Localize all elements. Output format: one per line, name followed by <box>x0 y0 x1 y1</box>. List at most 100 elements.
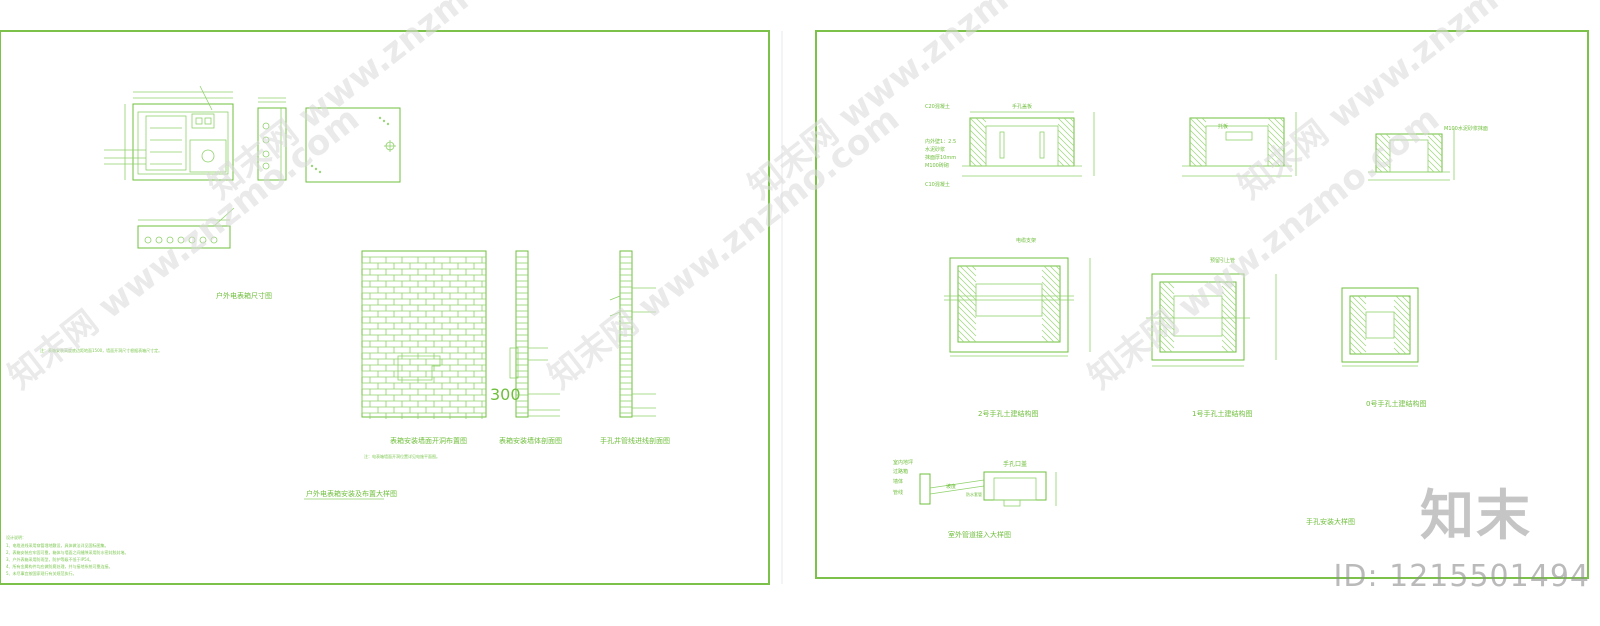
hatch-line <box>957 329 971 343</box>
hatch-line <box>1437 133 1443 139</box>
hatch-line <box>1427 159 1441 173</box>
hatch-line <box>971 265 977 271</box>
hatch-line <box>1273 117 1285 129</box>
hatch-line <box>1223 281 1237 295</box>
hatch-line <box>1189 129 1207 147</box>
hatch-line <box>1427 153 1443 169</box>
hatch-line <box>1057 129 1075 147</box>
left-sheet-frame <box>0 30 770 585</box>
label-threading: 过路箱 <box>893 468 908 475</box>
meter-box-door-view <box>305 107 401 183</box>
hatch-line <box>1267 159 1275 167</box>
label-wall: 墙体 <box>893 478 903 485</box>
hatch-line <box>957 281 977 301</box>
hatch-line <box>1349 329 1367 347</box>
pit2-plan <box>944 257 1091 357</box>
hatch-line <box>1221 321 1237 337</box>
hatch-line <box>1057 159 1065 167</box>
brick-wall-elevation <box>361 250 487 419</box>
note-4: 4、所有金属构件均应做防腐处理，并与接地系统可靠连接。 <box>6 563 113 569</box>
hatch-line <box>1349 299 1367 317</box>
hatch-line <box>1267 147 1285 165</box>
note-3: 3、户外表箱采用防雨型，防护等级不低于IP54。 <box>6 556 93 562</box>
hatch-line <box>1385 133 1391 139</box>
hatch-line <box>969 117 987 135</box>
label-cable-support: 电缆支架 <box>1016 237 1036 244</box>
hatch-line <box>1393 335 1411 353</box>
hatch-line <box>1349 341 1363 355</box>
hatch-line <box>1057 153 1071 167</box>
watermark-text: 知末网 www.znzmo.com <box>1 99 367 397</box>
dim-300: 300 <box>490 385 521 404</box>
hatch-line <box>1351 295 1367 311</box>
hatch-line <box>1189 135 1207 153</box>
label-cover: 手孔盖板 <box>1012 103 1032 110</box>
meter-box-bottom-view <box>137 207 235 249</box>
notes-title: 设计说明： <box>6 534 26 540</box>
hatch-line <box>975 117 987 129</box>
label-plaster-thk: 抹面厚10mm <box>925 154 956 161</box>
note-mid: 注：表箱安装高度底边距地面1500，墙面开洞尺寸根据表箱尺寸定。 <box>40 347 162 353</box>
hatch-line <box>969 123 987 141</box>
hatch-line <box>1375 135 1391 151</box>
caption-pit2: 2号手孔土建结构图 <box>978 409 1038 418</box>
caption-pit1: 1号手孔土建结构图 <box>1192 409 1252 418</box>
hatch-line <box>1161 281 1175 295</box>
hatch-line <box>1041 335 1049 343</box>
hatch-line <box>969 153 983 167</box>
hatch-line <box>1401 295 1411 305</box>
hatch-line <box>1159 333 1175 349</box>
label-waterproof: 防水套管 <box>966 491 982 497</box>
hatch-line <box>1267 135 1285 153</box>
hatch-line <box>1221 333 1237 349</box>
hatch-line <box>959 265 977 283</box>
hatch-line <box>1375 153 1391 169</box>
hatch-line <box>957 299 977 319</box>
hatch-line <box>1427 135 1443 151</box>
hatch-line <box>957 305 977 325</box>
caption-wall-section1: 表箱安装墙体剖面图 <box>499 436 562 445</box>
znzmo-logo: 知末 <box>1420 484 1532 547</box>
caption-wall-front: 表箱安装墙面开洞布置图 <box>390 436 467 445</box>
meter-box-front-view <box>104 85 234 181</box>
hatch-line <box>1393 347 1401 355</box>
hatch-line <box>1041 281 1061 301</box>
hatch-line <box>1279 117 1285 123</box>
hatch-line <box>1393 341 1407 355</box>
hatch-line <box>1057 147 1075 165</box>
hatch-line <box>981 117 987 123</box>
hatch-line <box>1189 147 1207 165</box>
hatch-line <box>1267 123 1285 141</box>
hatch-line <box>1267 141 1285 159</box>
caption-install: 手孔安装大样图 <box>1306 517 1355 526</box>
watermark-text: 知末网 www.znzmo.com <box>541 99 907 397</box>
hatch-line <box>1201 117 1207 123</box>
hatch-line <box>1393 317 1411 335</box>
hatch-line <box>1431 133 1443 145</box>
hatch-line <box>1363 295 1367 299</box>
hatch-line <box>1041 269 1061 289</box>
hatch-line <box>1159 321 1175 337</box>
hatch-line <box>1069 117 1075 123</box>
hatch-line <box>1189 123 1207 141</box>
label-c30-cover: M100水泥砂浆抹面 <box>1444 125 1488 132</box>
label-indoor: 室内地坪 <box>893 459 913 466</box>
meter-box-side-view <box>257 97 287 181</box>
hatch-line <box>957 317 977 337</box>
hatch-line <box>1349 335 1367 353</box>
hatch-line <box>1041 305 1061 325</box>
hatch-line <box>969 147 987 165</box>
hatch-line <box>1159 309 1175 325</box>
wall-section-1 <box>509 250 560 418</box>
hatch-line <box>1221 291 1237 307</box>
hatch-line <box>965 265 977 277</box>
label-reserve: 预留引上管 <box>1210 257 1235 264</box>
hatch-line <box>1063 117 1075 129</box>
hatch-line <box>1057 141 1075 159</box>
label-c20: C20混凝土 <box>925 103 950 110</box>
hatch-line <box>1189 117 1207 135</box>
hatch-line <box>957 311 977 331</box>
hatch-line <box>1393 323 1411 341</box>
label-pit-entry: 手孔口盖 <box>1003 460 1027 468</box>
